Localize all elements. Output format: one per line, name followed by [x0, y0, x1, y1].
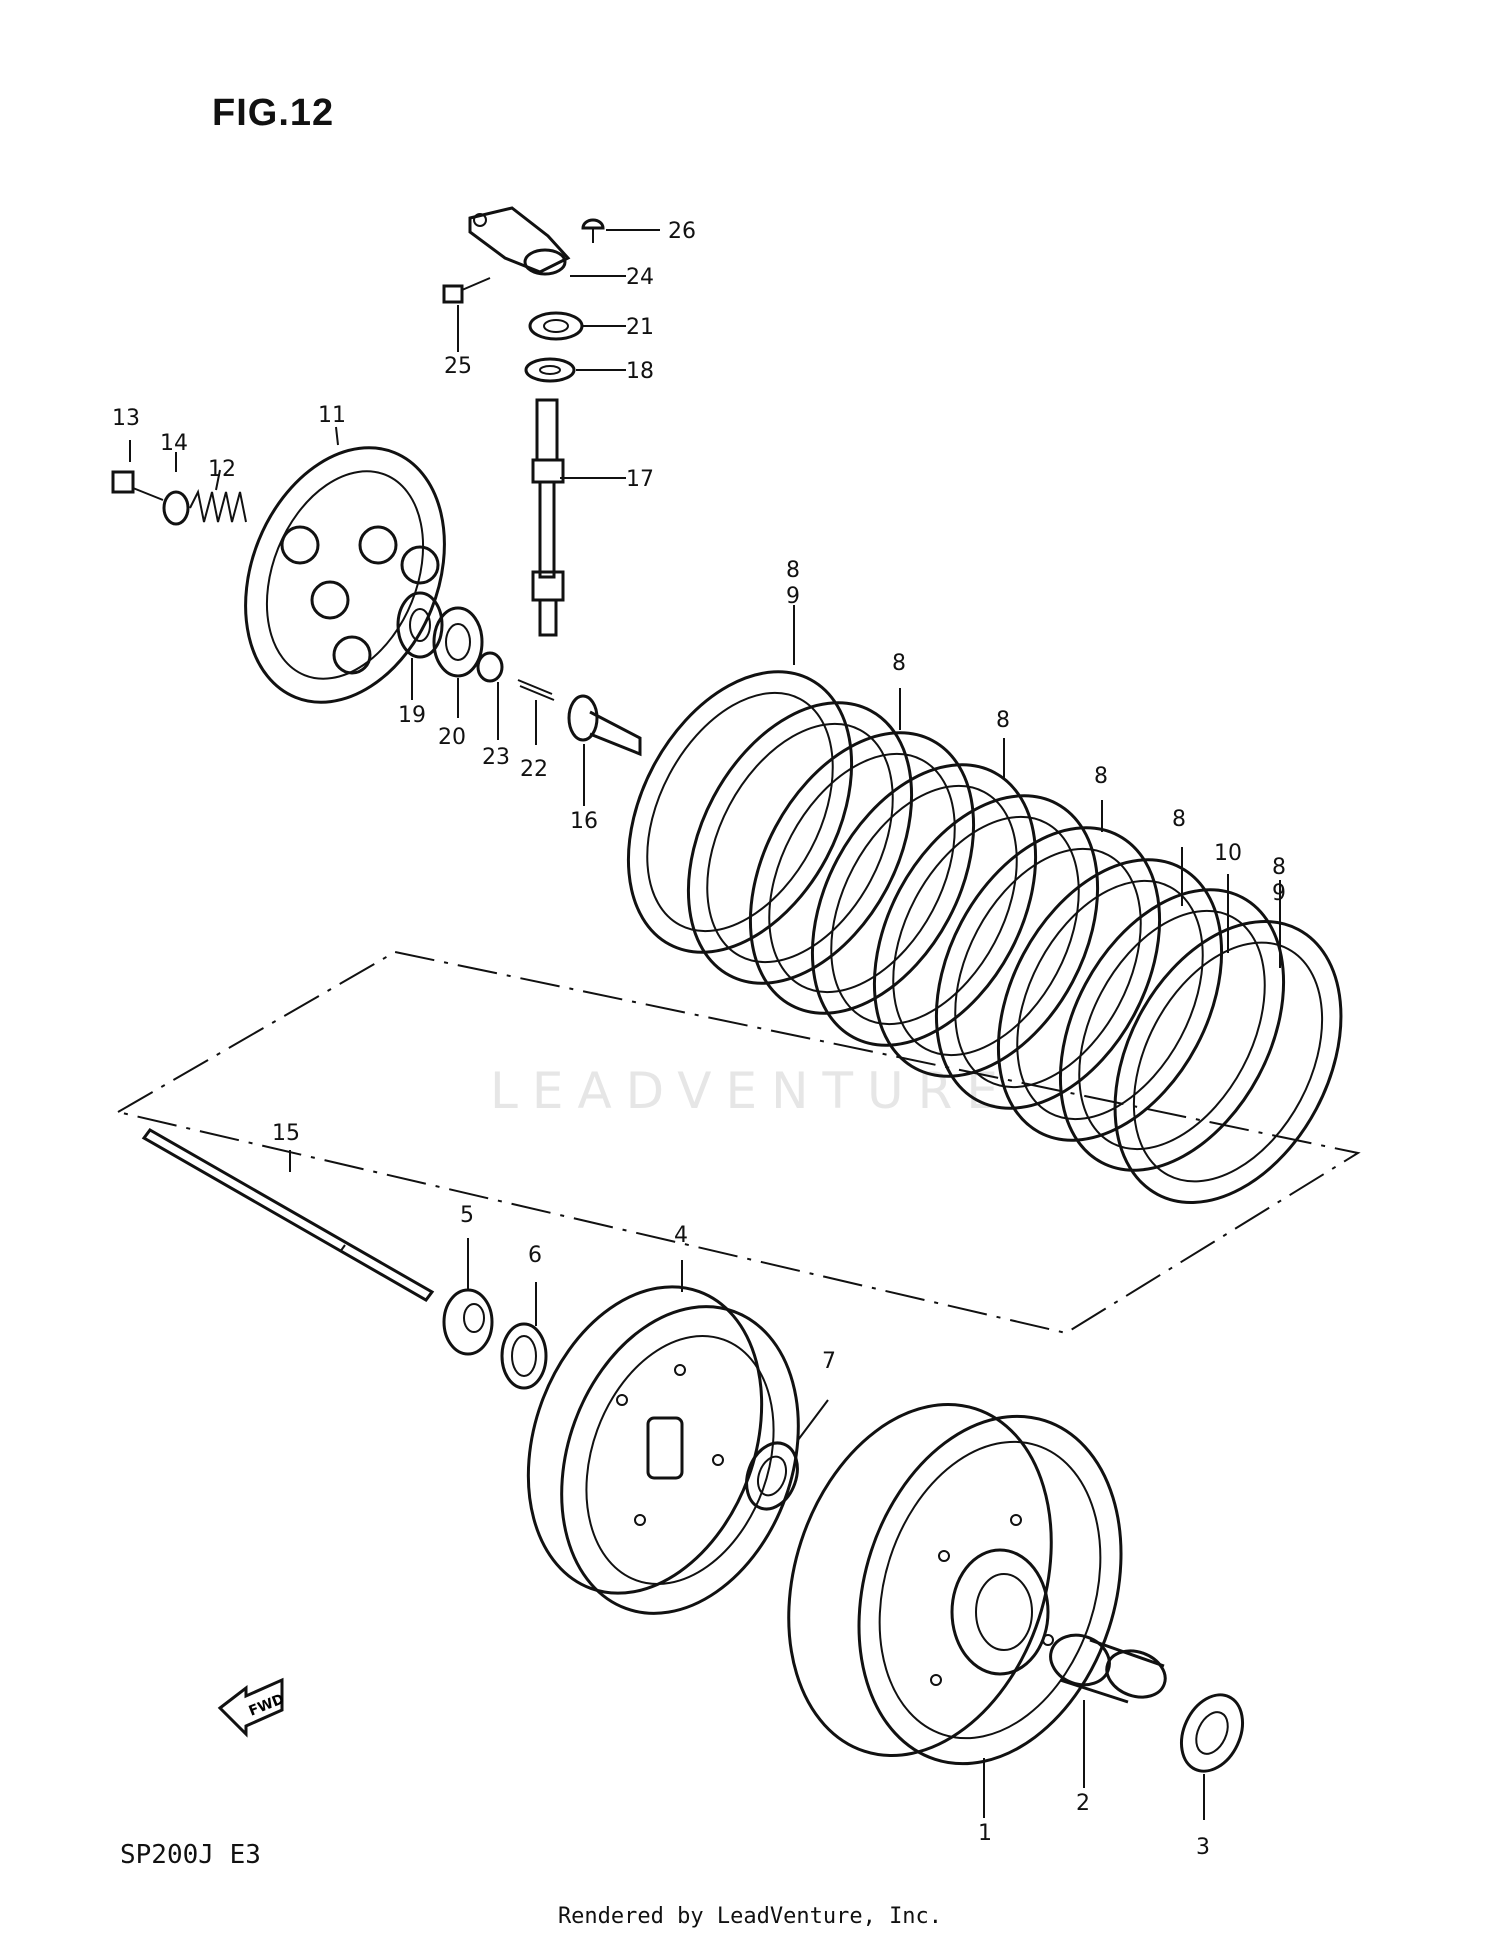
clutch-plate-stack — [626, 670, 1343, 1205]
assembly-outline — [117, 950, 1361, 1335]
watermark-text: LEADVENTURE — [490, 1062, 1012, 1120]
callout-18: 18 — [626, 359, 654, 384]
callout-14: 14 — [160, 431, 188, 456]
part-spring-12 — [189, 488, 247, 523]
callout-7: 7 — [822, 1349, 836, 1374]
callout-3: 3 — [1196, 1835, 1210, 1860]
callout-8d: 8 — [1094, 764, 1108, 789]
callout-5: 5 — [460, 1203, 474, 1228]
render-credit: Rendered by LeadVenture, Inc. — [557, 1904, 943, 1929]
callout-1: 1 — [978, 1821, 992, 1846]
figure-title: FIG.12 — [212, 92, 335, 134]
callout-10: 10 — [1214, 841, 1242, 866]
callout-8a: 8 — [786, 558, 800, 583]
part-spacer-2 — [1049, 1633, 1167, 1704]
part-washer-14 — [162, 490, 190, 526]
part-release-arm — [468, 206, 571, 276]
callout-8b: 8 — [892, 651, 906, 676]
callout-labels: 26 24 21 18 25 17 13 14 12 11 19 20 23 2… — [112, 219, 1286, 1860]
model-code: SP200J E3 — [120, 1840, 261, 1870]
callout-8f: 8 — [1272, 855, 1286, 880]
callout-16: 16 — [570, 809, 598, 834]
part-release-shaft-17 — [531, 398, 565, 637]
callout-20: 20 — [438, 725, 466, 750]
callout-8e: 8 — [1172, 807, 1186, 832]
part-bolt-25 — [442, 277, 491, 304]
callout-21: 21 — [626, 315, 654, 340]
part-nut-23 — [476, 651, 504, 683]
callout-17: 17 — [626, 467, 654, 492]
part-push-piece-16 — [567, 694, 642, 757]
part-push-rod-15 — [141, 1128, 435, 1302]
callout-26: 26 — [668, 219, 696, 244]
part-nut-5 — [442, 1288, 494, 1356]
callout-9a: 9 — [786, 584, 800, 609]
part-washer-6 — [500, 1322, 548, 1390]
callout-25: 25 — [444, 354, 472, 379]
callout-4: 4 — [674, 1223, 688, 1248]
part-thrust-washer-3 — [1180, 1693, 1244, 1773]
callout-8c: 8 — [996, 708, 1010, 733]
callout-11: 11 — [318, 403, 346, 428]
part-bearing-20 — [432, 606, 484, 678]
callout-12: 12 — [208, 457, 236, 482]
callout-23: 23 — [482, 745, 510, 770]
callout-22: 22 — [520, 757, 548, 782]
part-bolt-13 — [111, 470, 164, 501]
fwd-arrow-icon: FWD — [217, 1677, 287, 1738]
part-screw-26 — [581, 218, 605, 243]
callout-24: 24 — [626, 265, 654, 290]
callout-19: 19 — [398, 703, 426, 728]
leader-lines — [129, 229, 1281, 1820]
callout-2: 2 — [1076, 1791, 1090, 1816]
callout-6: 6 — [528, 1243, 542, 1268]
callout-9b: 9 — [1272, 881, 1286, 906]
part-clutch-housing-1 — [787, 1403, 1123, 1766]
callout-15: 15 — [272, 1121, 300, 1146]
part-washer-19 — [396, 591, 444, 659]
part-sleeve-hub-4 — [526, 1285, 800, 1615]
part-pressure-plate-11 — [244, 446, 446, 704]
part-washer-7 — [745, 1441, 799, 1511]
part-screw-22 — [517, 679, 555, 701]
part-washer-18 — [524, 357, 576, 383]
part-oil-seal-21 — [528, 311, 584, 341]
callout-13: 13 — [112, 406, 140, 431]
